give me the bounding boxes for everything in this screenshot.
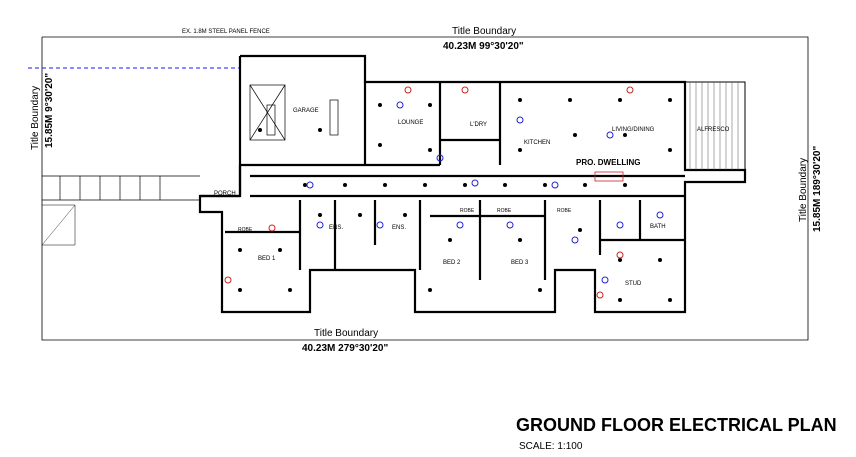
room-ens-2: ENS.: [392, 225, 406, 231]
bottom-boundary-value: 40.23M 279°30'20": [302, 343, 388, 354]
fence-note: EX. 1.8M STEEL PANEL FENCE: [182, 29, 270, 35]
robe-label: ROBE: [557, 208, 572, 214]
left-boundary-value: 15.85M 9°30'20": [44, 73, 55, 148]
room-alfresco: ALFRESCO: [697, 127, 730, 133]
plan-scale: SCALE: 1:100: [519, 441, 583, 452]
right-boundary-value: 15.85M 189°30'20": [812, 146, 823, 232]
room-kitchen: KITCHEN: [524, 140, 550, 146]
light-points: [238, 98, 672, 302]
room-ens-1: ENS.: [329, 225, 343, 231]
room-laundry: L'DRY: [470, 122, 487, 128]
smoke-detectors: [224, 86, 634, 299]
room-bed-2: BED 2: [443, 260, 461, 266]
room-bed-3: BED 3: [511, 260, 529, 266]
room-lounge: LOUNGE: [398, 120, 423, 126]
lot-boundary: [41, 36, 809, 341]
garage-skylights: [249, 84, 339, 141]
robe-label: ROBE: [497, 208, 512, 214]
bottom-boundary-label: Title Boundary: [314, 328, 378, 339]
room-bed-1: BED 1: [258, 256, 276, 262]
robe-label: ROBE: [238, 227, 253, 233]
alfresco-deck: [684, 81, 746, 171]
entry-path: [41, 175, 200, 246]
top-boundary-value: 40.23M 99°30'20": [443, 41, 524, 52]
room-dwelling: PRO. DWELLING: [576, 158, 640, 167]
top-boundary-label: Title Boundary: [452, 26, 516, 37]
right-boundary-label: Title Boundary: [798, 158, 809, 222]
room-study: STUD: [625, 281, 642, 287]
room-porch: PORCH: [214, 191, 236, 197]
left-boundary-label: Title Boundary: [30, 86, 41, 150]
robe-label: ROBE: [460, 208, 475, 214]
room-living: LIVING/DINING: [612, 127, 655, 133]
room-bath: BATH: [650, 224, 666, 230]
power-points: [306, 101, 664, 284]
room-garage: GARAGE: [293, 108, 319, 114]
plan-heading: GROUND FLOOR ELECTRICAL PLAN: [516, 415, 837, 435]
dwelling-tag-box: [594, 171, 624, 182]
